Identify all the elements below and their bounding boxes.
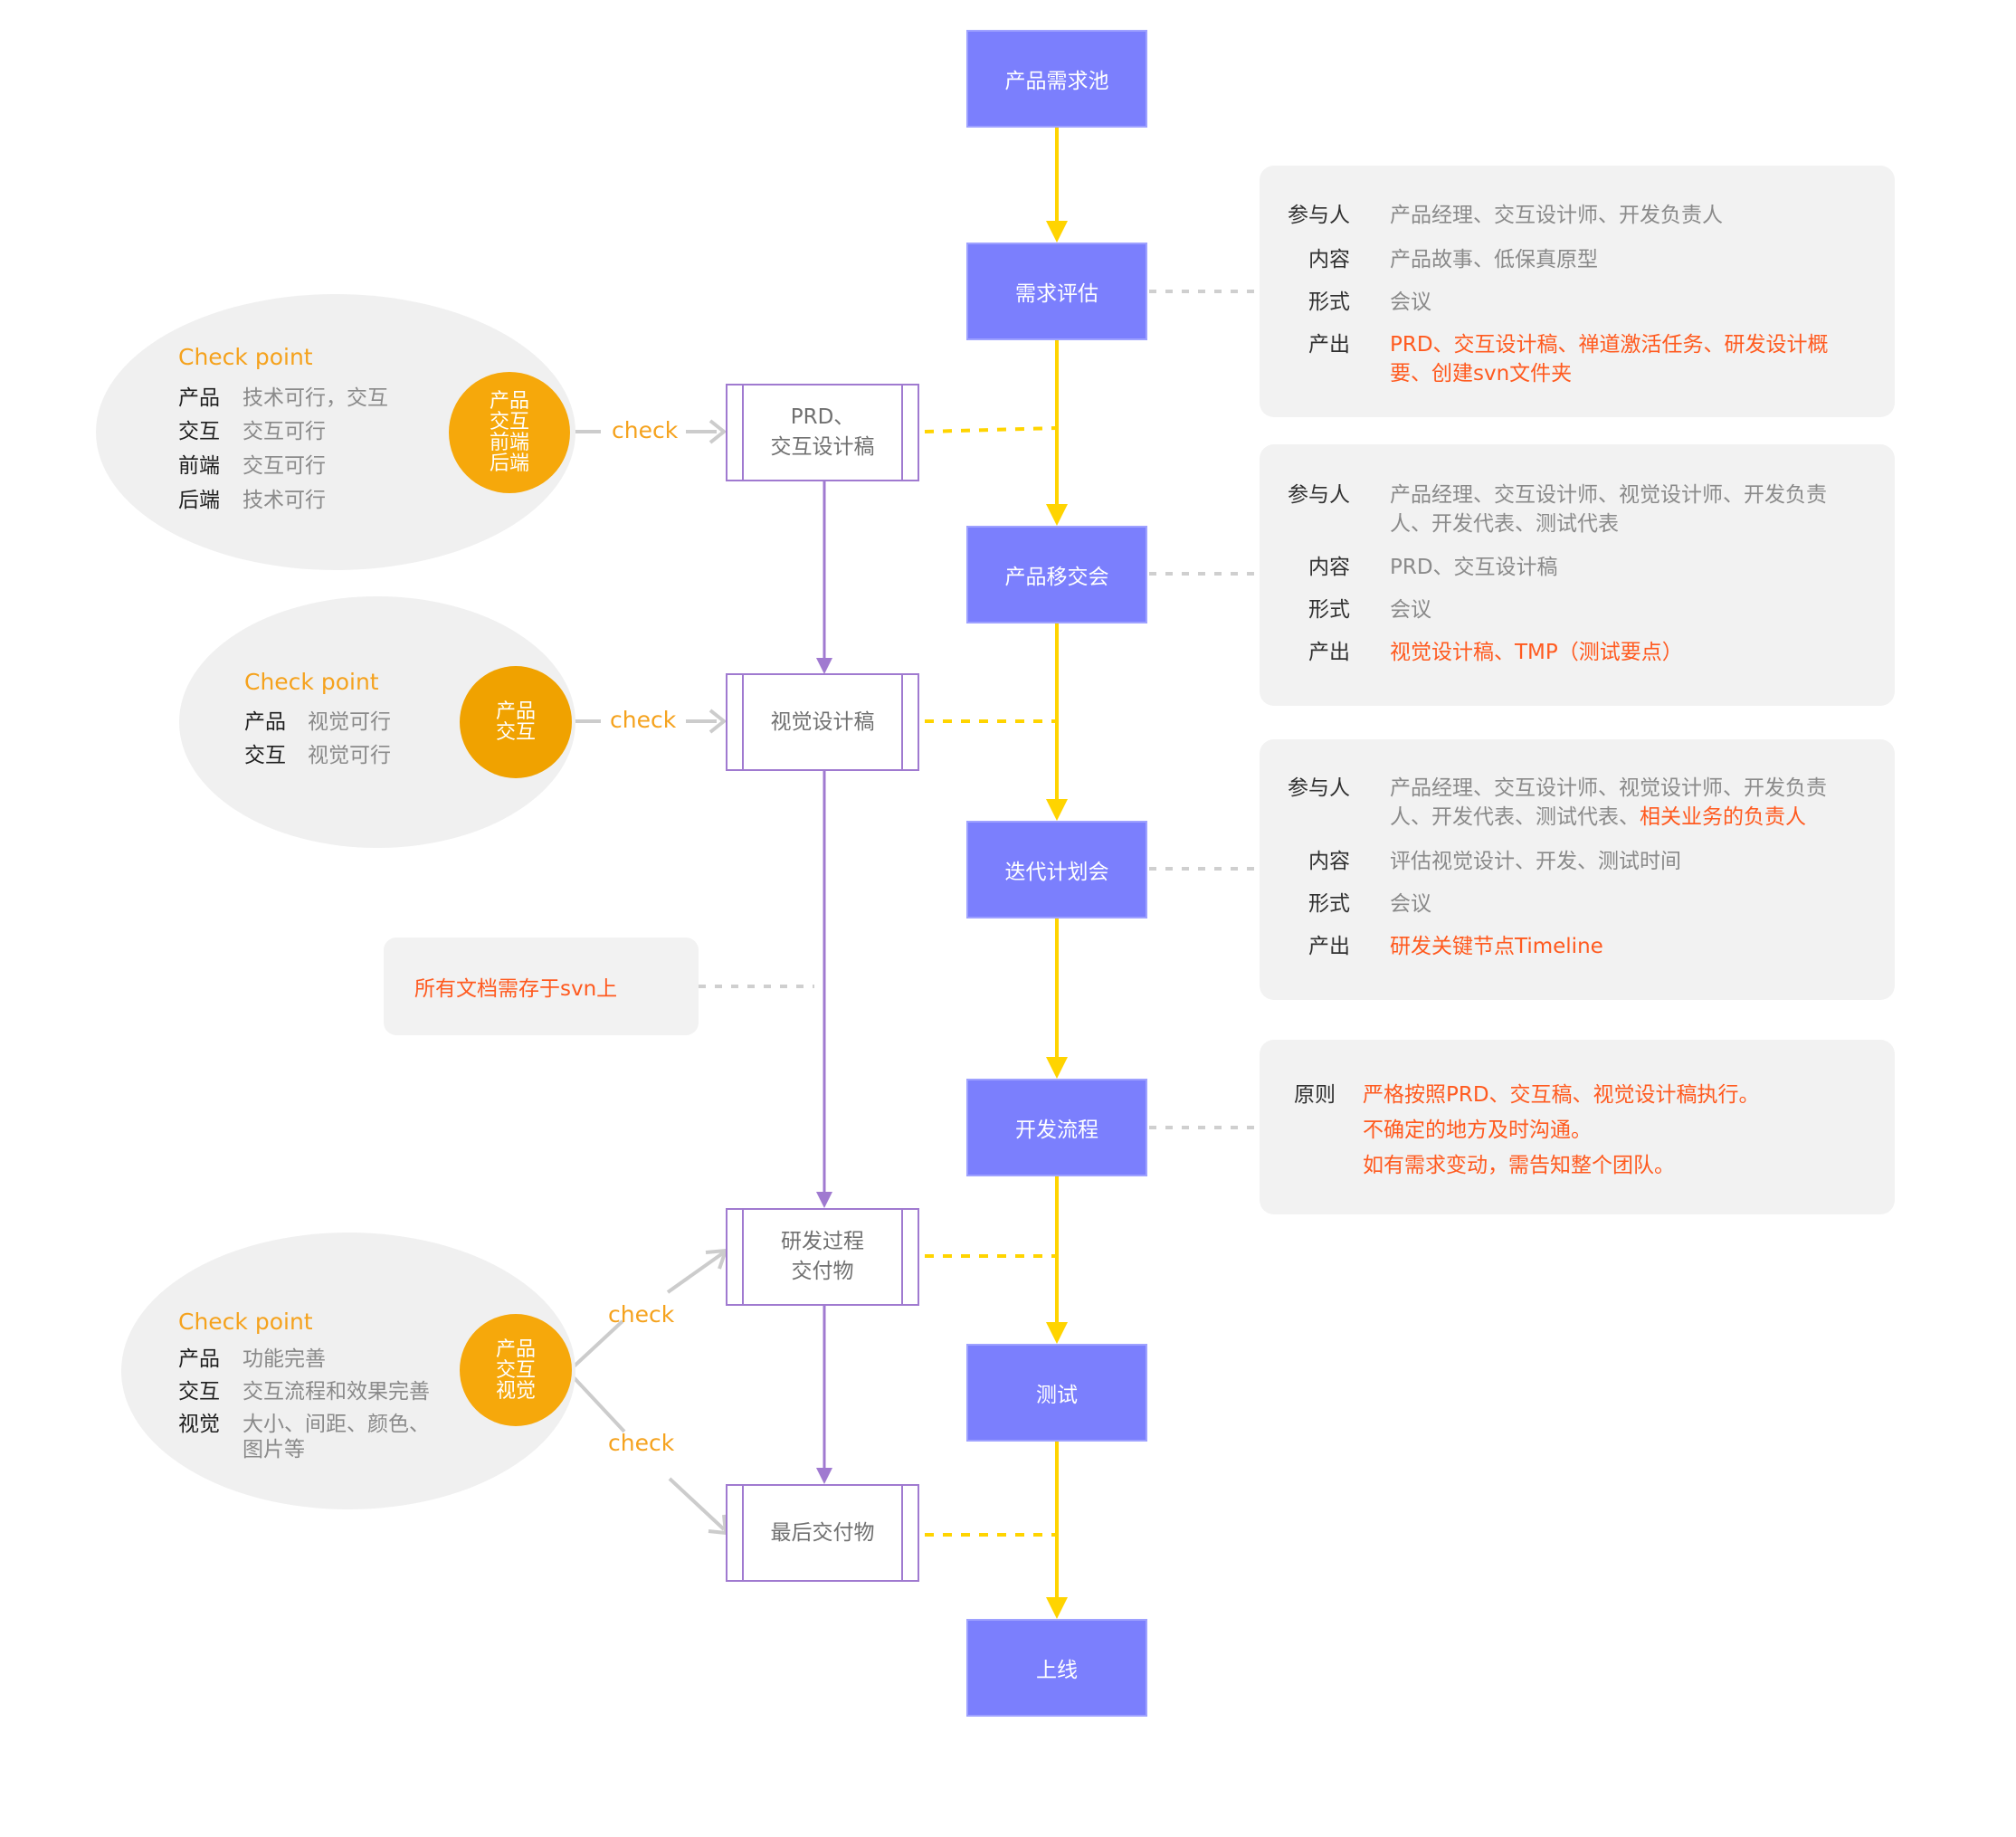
info-panel-handover: 参与人 产品经理、交互设计师、视觉设计师、开发负责人、开发代表、测试代表 内容 … xyxy=(1260,444,1895,706)
cp3-value-2: 交互流程和效果完善 xyxy=(242,1380,430,1404)
doc-final-deliverable[interactable]: 最后交付物 xyxy=(726,1484,919,1582)
cp3-role-1: 产品 xyxy=(178,1347,220,1371)
principle-1: 严格按照PRD、交互稿、视觉设计稿执行。 xyxy=(1363,1083,1760,1107)
cp1-value-2: 交互可行 xyxy=(242,420,326,443)
value-participants: 产品经理、交互设计师、视觉设计师、开发负责人、开发代表、测试代表 xyxy=(1390,483,1827,536)
label-participants: 参与人 xyxy=(1288,204,1350,227)
value-output: 视觉设计稿、TMP（测试要点） xyxy=(1390,641,1683,664)
check-label-3-top: check xyxy=(608,1301,675,1328)
info-panel-plan: 参与人 产品经理、交互设计师、视觉设计师、开发负责人、开发代表、测试代表、相关业… xyxy=(1260,739,1895,1000)
value-content: 产品故事、低保真原型 xyxy=(1390,248,1598,271)
cp1-value-1: 技术可行，交互 xyxy=(242,386,388,410)
label-form: 形式 xyxy=(1308,598,1350,622)
label-output: 产出 xyxy=(1308,641,1350,664)
value-content: 评估视觉设计、开发、测试时间 xyxy=(1390,850,1681,873)
label-participants: 参与人 xyxy=(1288,776,1350,800)
node-iteration-plan[interactable]: 迭代计划会 xyxy=(966,821,1147,918)
info-panel-dev: 原则 严格按照PRD、交互稿、视觉设计稿执行。 不确定的地方及时沟通。 如有需求… xyxy=(1260,1040,1895,1214)
value-output: PRD、交互设计稿、禅道激活任务、研发设计概要、创建svn文件夹 xyxy=(1390,333,1829,385)
participants-highlight: 相关业务的负责人 xyxy=(1640,805,1806,829)
checkpoint-2-title: Check point xyxy=(244,669,379,695)
checkpoint-3-roles-circle: 产品 交互 视觉 xyxy=(460,1314,572,1426)
label-principle: 原则 xyxy=(1294,1083,1336,1107)
value-form: 会议 xyxy=(1390,290,1431,314)
doc-prd-interaction[interactable]: PRD、 交互设计稿 xyxy=(726,384,919,481)
cp1-role-1: 产品 xyxy=(178,386,220,410)
cp2-value-2: 视觉可行 xyxy=(308,744,391,767)
checkpoint-1-roles-circle: 产品 交互 前端 后端 xyxy=(449,372,570,493)
node-launch[interactable]: 上线 xyxy=(966,1619,1147,1717)
value-form: 会议 xyxy=(1390,892,1431,916)
checkpoint-2-roles-circle: 产品 交互 xyxy=(460,666,572,778)
label-form: 形式 xyxy=(1308,892,1350,916)
label-output: 产出 xyxy=(1308,935,1350,958)
label-content: 内容 xyxy=(1308,556,1350,579)
cp3-role-2: 交互 xyxy=(178,1380,220,1404)
info-dashed-links xyxy=(699,290,1260,1129)
doc-dev-process-deliverable[interactable]: 研发过程 交付物 xyxy=(726,1208,919,1306)
value-participants: 产品经理、交互设计师、视觉设计师、开发负责人、开发代表、测试代表、相关业务的负责… xyxy=(1390,774,1860,832)
value-form: 会议 xyxy=(1390,598,1431,622)
doc-visual-design[interactable]: 视觉设计稿 xyxy=(726,673,919,771)
deliverable-dashed-links xyxy=(924,426,1058,1537)
node-dev-process[interactable]: 开发流程 xyxy=(966,1079,1147,1176)
principle-2: 不确定的地方及时沟通。 xyxy=(1363,1118,1592,1142)
svn-note: 所有文档需存于svn上 xyxy=(384,938,699,1035)
cp1-role-3: 前端 xyxy=(178,454,220,478)
cp2-role-1: 产品 xyxy=(244,710,286,734)
principle-3: 如有需求变动，需告知整个团队。 xyxy=(1363,1154,1675,1177)
check-label-2: check xyxy=(610,707,677,733)
participants-text: 产品经理、交互设计师、视觉设计师、开发负责人、开发代表、测试代表、 xyxy=(1390,776,1827,829)
cp1-role-4: 后端 xyxy=(178,489,220,512)
label-content: 内容 xyxy=(1308,248,1350,271)
value-participants: 产品经理、交互设计师、开发负责人 xyxy=(1390,204,1723,227)
label-output: 产出 xyxy=(1308,333,1350,357)
node-test[interactable]: 测试 xyxy=(966,1344,1147,1442)
cp3-value-1: 功能完善 xyxy=(242,1347,326,1371)
label-form: 形式 xyxy=(1308,290,1350,314)
label-content: 内容 xyxy=(1308,850,1350,873)
check-label-3-bottom: check xyxy=(608,1430,675,1456)
cp2-value-1: 视觉可行 xyxy=(308,710,391,734)
checkpoint-3-title: Check point xyxy=(178,1309,313,1335)
cp3-value-3: 大小、间距、颜色、图片等 xyxy=(242,1413,430,1461)
value-output: 研发关键节点Timeline xyxy=(1390,935,1603,958)
value-content: PRD、交互设计稿 xyxy=(1390,556,1558,579)
checkpoint-1-title: Check point xyxy=(178,344,313,370)
node-product-handover[interactable]: 产品移交会 xyxy=(966,526,1147,623)
info-panel-eval: 参与人 产品经理、交互设计师、开发负责人 内容 产品故事、低保真原型 形式 会议… xyxy=(1260,166,1895,417)
node-requirement-eval[interactable]: 需求评估 xyxy=(966,243,1147,340)
cp1-role-2: 交互 xyxy=(178,420,220,443)
cp1-value-3: 交互可行 xyxy=(242,454,326,478)
node-product-pool[interactable]: 产品需求池 xyxy=(966,30,1147,128)
label-participants: 参与人 xyxy=(1288,483,1350,507)
check-label-1: check xyxy=(612,417,679,443)
cp3-role-3: 视觉 xyxy=(178,1413,220,1436)
cp1-value-4: 技术可行 xyxy=(242,489,326,512)
cp2-role-2: 交互 xyxy=(244,744,286,767)
